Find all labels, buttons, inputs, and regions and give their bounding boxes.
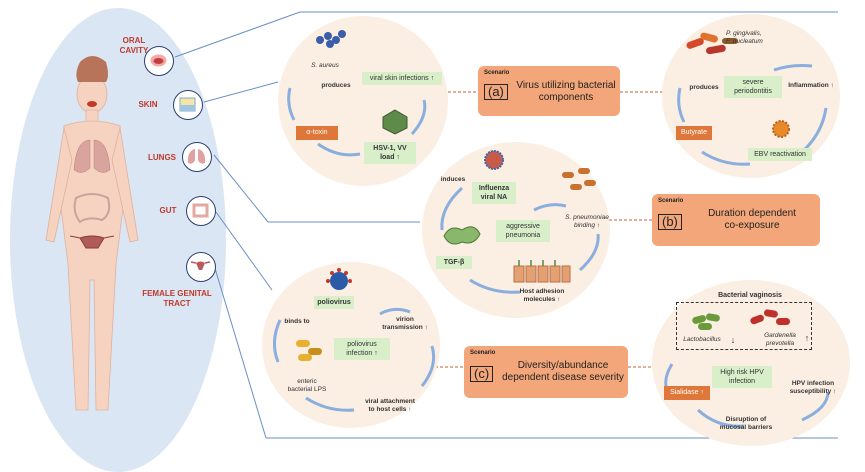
scenario-c-label: Scenario — [470, 350, 496, 356]
bacterial-vaginosis-title: Bacterial vaginosis — [718, 292, 782, 299]
viral-skin-infections-box: viral skin infections ↑ — [362, 72, 442, 85]
lungs-circle — [182, 142, 212, 172]
hpv-susceptibility-label: HPV infection susceptibility ↑ — [789, 380, 837, 395]
virion-transmission-label: virion transmission ↑ — [382, 316, 428, 331]
intestine-icon — [192, 203, 209, 218]
bacterial-vaginosis-box — [676, 302, 812, 350]
s-pneumoniae-icon — [562, 168, 596, 190]
s-pneumoniae-binding-label: S. pneumoniae binding ↑ — [565, 214, 609, 229]
lactobacillus-down-arrow: ↓ — [730, 335, 736, 345]
staphylococcus-icon — [316, 30, 346, 48]
gut-icon — [73, 193, 111, 224]
lung-cluster-arrows — [440, 186, 600, 294]
binds-to-label: binds to — [284, 318, 310, 325]
macrophage-icon — [443, 226, 481, 245]
aggressive-pneumonia-box: aggressive pneumonia — [496, 220, 550, 242]
site-label-female-genital-tract: FEMALE GENITAL TRACT — [142, 289, 212, 308]
female-genital-tract-circle — [186, 252, 216, 282]
mouth-icon — [87, 101, 97, 107]
scenario-b-card: Scenario (b) Duration dependent co-expos… — [652, 194, 820, 246]
scenario-a-label: Scenario — [484, 70, 510, 76]
oral-bacteria-icon — [686, 32, 738, 55]
ebv-reactivation-box: EBV reactivation — [748, 148, 812, 161]
enteric-lps-label: enteric bacterial LPS — [287, 378, 327, 393]
scenario-a-card: Scenario (a) Virus utilizing bacterial c… — [478, 66, 620, 116]
uterus-organ-icon — [190, 261, 211, 270]
scenario-c-title: Diversity/abundance dependent disease se… — [502, 360, 624, 383]
gut-cluster-arrows — [273, 307, 436, 412]
viral-attachment-label: viral attachment to host cells ↑ — [365, 398, 415, 413]
influenza-virus-icon — [484, 150, 504, 170]
gardnerella-icon — [750, 309, 790, 325]
site-label-oral-cavity: ORAL CAVITY — [119, 36, 149, 55]
host-adhesion-label: Host adhesion molecules ↑ — [519, 288, 565, 303]
lactobacillus-label: Lactobacillus — [683, 336, 721, 343]
host-cells-icon — [513, 260, 571, 283]
mucosal-disruption-label: Disruption of mucosal barriers — [719, 416, 773, 431]
scenario-b-title: Duration dependent co-exposure — [708, 208, 796, 231]
scenario-c-card: Scenario (c) Diversity/abundance depende… — [464, 346, 628, 398]
lungs-icon — [73, 139, 111, 173]
enteric-bacteria-icon — [296, 340, 322, 361]
poliovirus-box: poliovirus — [314, 296, 354, 309]
butyrate-box: Butyrate — [676, 126, 712, 140]
oral-cavity-circle — [144, 46, 174, 76]
oral-bacteria-label: P. gingivalis, F. nucleatum — [726, 30, 763, 45]
poliovirus-infection-box: poliovirus infection ↑ — [334, 338, 390, 360]
s-aureus-label: S. aureus — [311, 62, 339, 69]
scenario-c-letter: (c) — [470, 366, 494, 382]
scenario-a-letter: (a) — [484, 84, 508, 100]
oral-produces-label: produces — [689, 84, 719, 91]
induces-label: induces — [440, 176, 466, 183]
alpha-toxin-box: α-toxin — [296, 126, 338, 140]
lungs-organ-icon — [187, 149, 206, 164]
influenza-viral-na-box: Influenza viral NA — [472, 182, 516, 204]
ebv-virus-icon — [772, 120, 790, 138]
scenario-b-letter: (b) — [658, 214, 682, 230]
site-label-lungs: LUNGS — [148, 153, 176, 162]
site-label-gut: GUT — [159, 206, 177, 215]
scenario-a-title: Virus utilizing bacterial components — [516, 80, 616, 103]
gut-circle — [186, 196, 216, 226]
inflammation-label: Inflammation ↑ — [788, 82, 834, 89]
poliovirus-icon — [326, 268, 352, 290]
virus-particle-icon — [382, 109, 408, 135]
skin-cluster — [278, 16, 448, 186]
lactobacillus-icon — [692, 313, 720, 330]
tgf-beta-box: TGF-β — [436, 256, 472, 269]
site-label-skin: SKIN — [138, 100, 158, 109]
gardnerella-label: Gardenella prevotella — [764, 332, 796, 347]
skin-cluster-arrows — [287, 87, 427, 157]
sialidase-box: Sialidase ↑ — [664, 386, 710, 400]
hsv-vv-load-box: HSV-1, VV load ↑ — [364, 142, 416, 164]
fgt-cluster — [652, 280, 850, 446]
gardnerella-up-arrow: ↑ — [804, 333, 810, 343]
scenario-b-label: Scenario — [658, 198, 684, 204]
skin-circle — [173, 90, 203, 120]
open-mouth-icon — [150, 54, 167, 67]
severe-periodontitis-box: severe periodontitis — [724, 76, 782, 98]
skin-tissue-icon — [179, 97, 196, 112]
human-body-figure — [45, 56, 139, 411]
skin-produces-label: produces — [321, 82, 351, 89]
uterus-icon — [69, 235, 115, 249]
high-risk-hpv-box: High risk HPV infection — [712, 366, 772, 388]
